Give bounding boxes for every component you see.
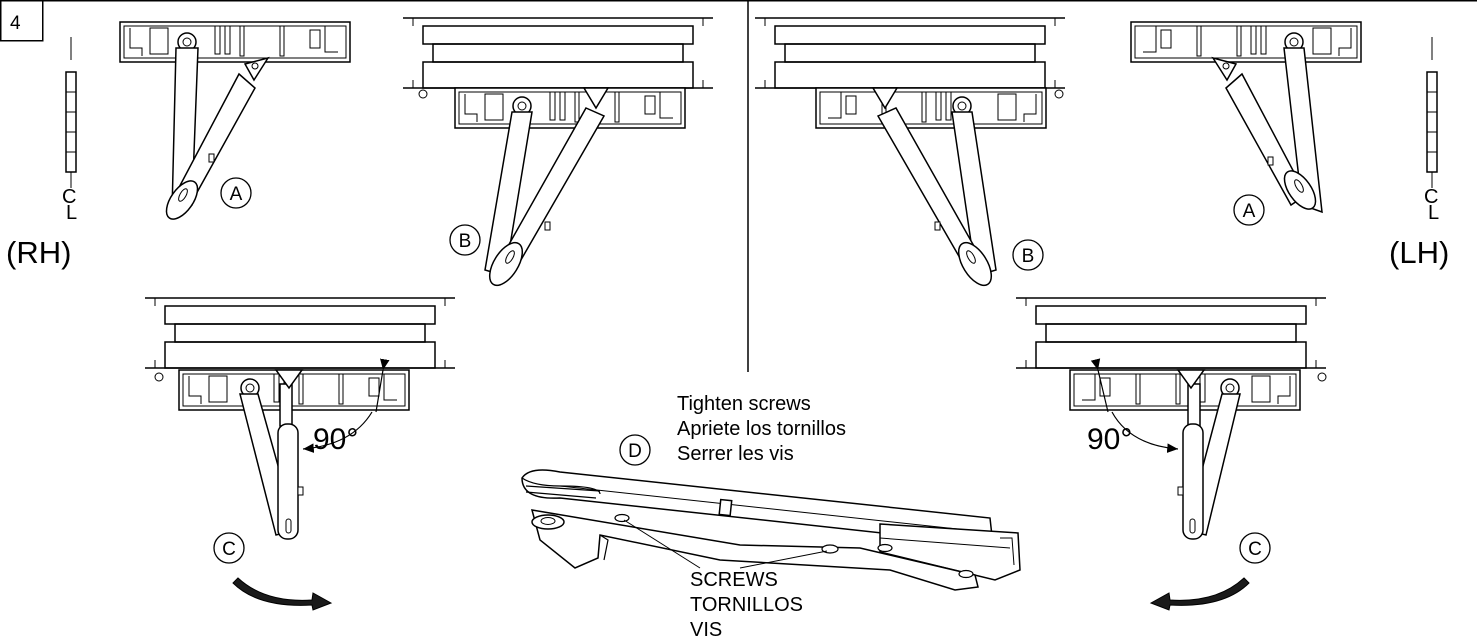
- tighten-line-2: Apriete los tornillos: [677, 418, 846, 440]
- screws-line-2: TORNILLOS: [690, 594, 803, 616]
- callout-a-lh-label: A: [1243, 201, 1256, 222]
- screws-line-1: SCREWS: [690, 569, 778, 591]
- screws-line-3: VIS: [690, 619, 722, 641]
- callout-d-label: D: [628, 441, 642, 462]
- centerline-rh-top: C: [62, 186, 76, 208]
- callout-b-rh: [449, 224, 481, 256]
- angle-arrow-rh: [302, 411, 373, 453]
- frame-c-lh: [1015, 297, 1327, 369]
- centerline-rh-bottom: L: [66, 202, 77, 224]
- tighten-line-1: Tighten screws: [677, 393, 811, 415]
- closer-a-rh: [119, 21, 351, 220]
- frame-c-rh: [144, 297, 456, 369]
- hinge-lh: [1426, 36, 1438, 189]
- callout-c-lh-label: C: [1248, 539, 1262, 560]
- hand-label-lh: (LH): [1389, 235, 1449, 270]
- callout-a-lh: [1233, 194, 1265, 226]
- closer-a-lh: [1130, 21, 1362, 214]
- frame-b-rh: [402, 17, 714, 89]
- centerline-lh-bottom: L: [1428, 202, 1439, 224]
- closer-b-lh: [815, 87, 1047, 287]
- arm-assembly-d: [521, 469, 1021, 591]
- callout-c-lh: [1239, 532, 1271, 564]
- closer-c-rh: [178, 369, 410, 540]
- swing-arrow-rh: [232, 577, 333, 611]
- angle-label-rh: 90°: [313, 423, 358, 456]
- closer-c-lh: [1069, 369, 1301, 540]
- callout-b-lh: [1012, 239, 1044, 271]
- frame-b-lh: [754, 17, 1066, 89]
- step-number: 4: [10, 13, 21, 34]
- centerline-lh-top: C: [1424, 186, 1438, 208]
- callout-c-rh-label: C: [222, 539, 236, 560]
- angle-arrow-lh: [1111, 411, 1179, 453]
- callout-d: [619, 434, 651, 466]
- hand-label-rh: (RH): [6, 235, 71, 270]
- closer-b-rh: [454, 87, 686, 287]
- callout-c-rh: [213, 532, 245, 564]
- callout-a-rh: [220, 177, 252, 209]
- callout-b-rh-label: B: [459, 231, 472, 252]
- callout-a-rh-label: A: [230, 184, 243, 205]
- callout-b-lh-label: B: [1022, 246, 1035, 267]
- hinge-rh: [65, 36, 77, 189]
- tighten-line-3: Serrer les vis: [677, 443, 794, 465]
- angle-label-lh: 90°: [1087, 423, 1132, 456]
- page-border: [0, 0, 1477, 42]
- swing-arrow-lh: [1149, 577, 1250, 611]
